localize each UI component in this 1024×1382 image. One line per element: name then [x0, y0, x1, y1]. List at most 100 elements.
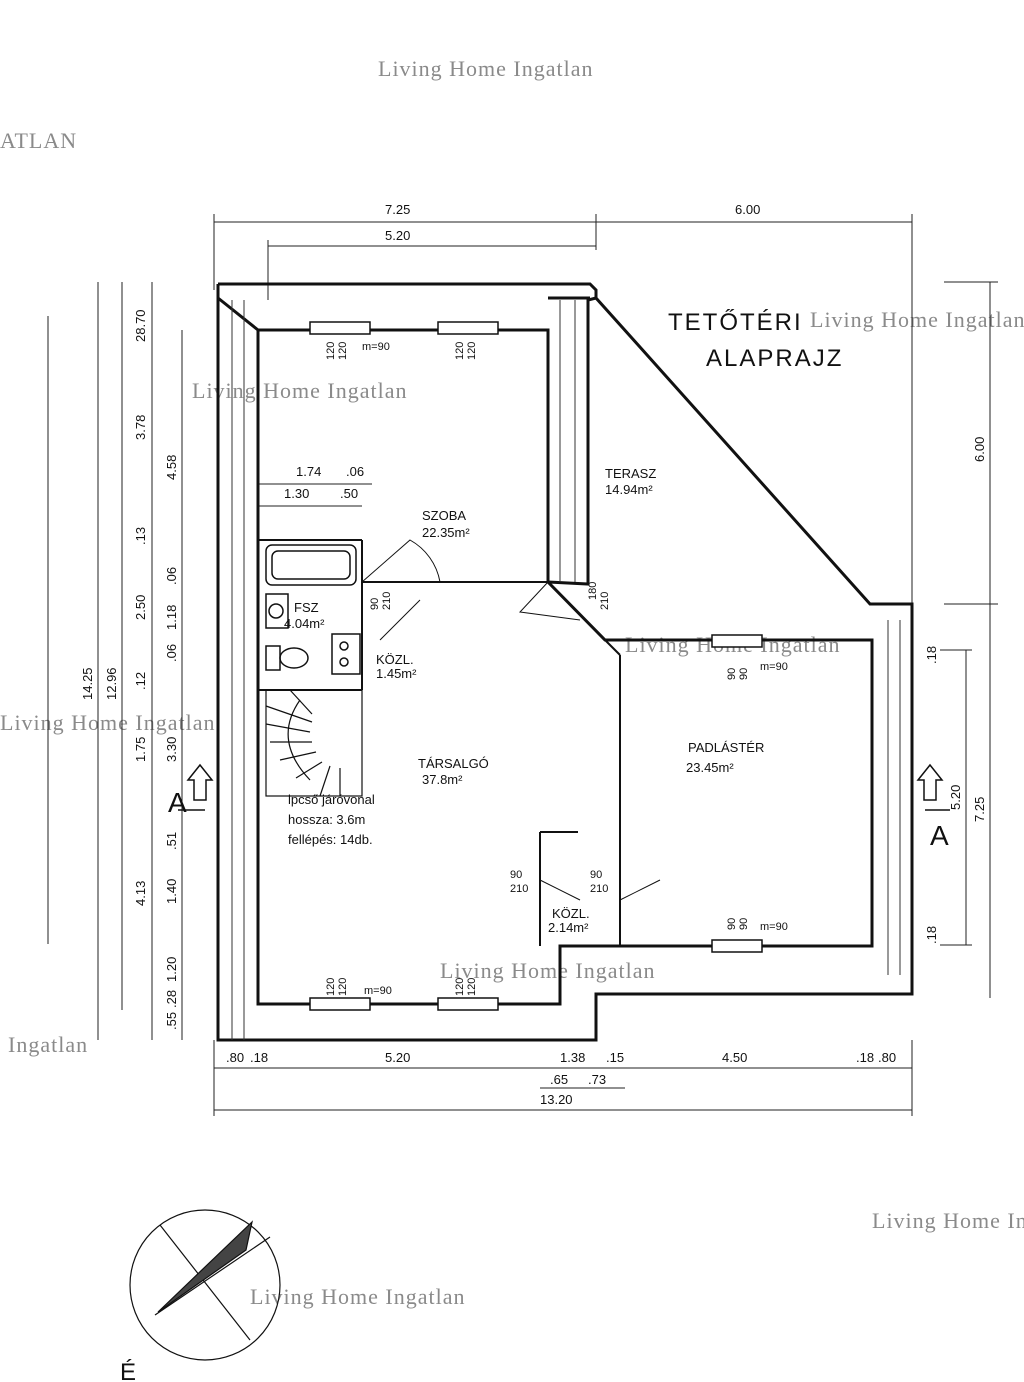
- dim-bottom-015: .15: [606, 1050, 624, 1065]
- dim-top-725: 7.25: [385, 202, 410, 217]
- watermark-left-bottom: Ingatlan: [8, 1032, 88, 1057]
- dim-left-458: 4.58: [164, 455, 179, 480]
- roof-slope-hatching: [231, 300, 901, 1040]
- dim-bottom-018a: .18: [250, 1050, 268, 1065]
- room-kozl1-name: KÖZL.: [376, 652, 414, 667]
- dim-inner-050: .50: [340, 486, 358, 501]
- dim-right-600: 6.00: [972, 437, 987, 462]
- room-szoba-area: 22.35m²: [422, 525, 470, 540]
- dim-left-006a: .06: [164, 567, 179, 585]
- opening-kozl2-door2-h: 210: [590, 883, 608, 895]
- room-tarsalgo-name: TÁRSALGÓ: [418, 756, 489, 771]
- opening-szoba-sill: m=90: [362, 341, 390, 353]
- opening-padlas-sill2: m=90: [760, 921, 788, 933]
- dim-left-1425: 14.25: [80, 667, 95, 700]
- opening-labels: 120 120 m=90 120 120 90 210 180 210 90 2…: [325, 341, 788, 997]
- room-fsz-area: 4.04m²: [284, 616, 325, 631]
- dim-inner-130: 1.30: [284, 486, 309, 501]
- dim-left-051: .51: [164, 832, 179, 850]
- dim-left-006b: .06: [164, 644, 179, 662]
- dim-left-140: 1.40: [164, 879, 179, 904]
- opening-kozl2-door1-w: 90: [510, 869, 522, 881]
- dim-left-012: .12: [133, 672, 148, 690]
- room-padlaster-name: PADLÁSTÉR: [688, 740, 764, 755]
- opening-kozl2-door2-w: 90: [590, 869, 602, 881]
- opening-terasz-door-h: 210: [599, 592, 611, 610]
- section-label-left: A: [168, 787, 187, 818]
- room-terasz-name: TERASZ: [605, 466, 656, 481]
- opening-padlas-sill1: m=90: [760, 661, 788, 673]
- right-dimension-labels: 6.00 5.20 7.25 .18 .18: [924, 437, 987, 944]
- dim-bottom-080b: .80: [878, 1050, 896, 1065]
- opening-tars-w2a: 120: [454, 978, 466, 996]
- room-terasz-area: 14.94m²: [605, 482, 653, 497]
- dim-left-028: .28: [164, 990, 179, 1008]
- dim-right-725: 7.25: [972, 797, 987, 822]
- plan-title-line1: TETŐTÉRI: [668, 309, 803, 336]
- dim-bottom-065: .65: [550, 1072, 568, 1087]
- dim-left-120: 1.20: [164, 957, 179, 982]
- room-tarsalgo-area: 37.8m²: [422, 772, 463, 787]
- opening-kozl2-door1-h: 210: [510, 883, 528, 895]
- dim-top-520: 5.20: [385, 228, 410, 243]
- watermark-compass: Living Home Ingatlan: [250, 1284, 466, 1309]
- room-fsz-name: FSZ: [294, 600, 319, 615]
- watermark-left-top: ATLAN: [0, 128, 77, 153]
- opening-fsz-door-h: 210: [381, 592, 393, 610]
- dim-right-018b: .18: [924, 926, 939, 944]
- opening-szoba-w2b: 120: [466, 342, 478, 360]
- dim-right-018a: .18: [924, 646, 939, 664]
- room-kozl2-area: 2.14m²: [548, 920, 589, 935]
- room-kozl2-name: KÖZL.: [552, 906, 590, 921]
- dim-right-520: 5.20: [948, 785, 963, 810]
- watermark-right: Living Home Ingatlan: [872, 1208, 1024, 1233]
- north-label: É: [120, 1359, 136, 1382]
- watermark-title: Living Home Ingatlan: [810, 307, 1024, 332]
- opening-padlas-w1b: 90: [738, 668, 750, 680]
- opening-tars-w1a: 120: [325, 978, 337, 996]
- dim-bottom-018b: .18: [856, 1050, 874, 1065]
- section-label-right: A: [930, 820, 949, 851]
- opening-padlas-w1a: 90: [726, 668, 738, 680]
- section-markers: [178, 763, 950, 811]
- opening-szoba-w1a: 120: [325, 342, 337, 360]
- watermark-top: Living Home Ingatlan: [378, 56, 594, 81]
- dim-left-055: .55: [164, 1012, 179, 1030]
- bathroom-fixtures: [265, 544, 361, 675]
- stair: [265, 689, 363, 797]
- stair-note-line1: lpcső járóvonal: [288, 792, 375, 807]
- doors: [361, 539, 661, 901]
- dim-inner-174: 1.74: [296, 464, 321, 479]
- dim-bottom-450: 4.50: [722, 1050, 747, 1065]
- dimension-lines: [47, 214, 998, 1116]
- opening-szoba-w1b: 120: [337, 342, 349, 360]
- dim-bottom-080a: .80: [226, 1050, 244, 1065]
- dim-left-330: 3.30: [164, 737, 179, 762]
- north-arrow: [129, 1209, 281, 1361]
- dim-left-413: 4.13: [133, 881, 148, 906]
- windows: [309, 321, 763, 1011]
- dim-left-118: 1.18: [164, 605, 179, 630]
- left-dimension-labels: 28.70 3.78 4.58 .13 2.50 .06 1.18 .06 .1…: [80, 309, 179, 1030]
- dim-top-600: 6.00: [735, 202, 760, 217]
- room-padlaster-area: 23.45m²: [686, 760, 734, 775]
- exterior-walls: [216, 282, 914, 1042]
- watermark-stair: Living Home Ingatlan: [0, 710, 216, 735]
- dim-inner-006: .06: [346, 464, 364, 479]
- dim-left-1296: 12.96: [104, 667, 119, 700]
- dim-bottom-138: 1.38: [560, 1050, 585, 1065]
- plan-title-line2: ALAPRAJZ: [706, 345, 843, 372]
- dim-left-2870: 28.70: [133, 309, 148, 342]
- opening-fsz-door-w: 90: [369, 598, 381, 610]
- opening-szoba-w2a: 120: [454, 342, 466, 360]
- opening-padlas-w2a: 90: [726, 918, 738, 930]
- room-szoba-name: SZOBA: [422, 508, 466, 523]
- dim-left-378: 3.78: [133, 415, 148, 440]
- opening-tars-sill: m=90: [364, 985, 392, 997]
- dim-left-250: 2.50: [133, 595, 148, 620]
- dim-left-175: 1.75: [133, 737, 148, 762]
- opening-tars-w1b: 120: [337, 978, 349, 996]
- dim-bottom-520: 5.20: [385, 1050, 410, 1065]
- dim-bottom-1320: 13.20: [540, 1092, 573, 1107]
- stair-note-line2: hossza: 3.6m: [288, 812, 365, 827]
